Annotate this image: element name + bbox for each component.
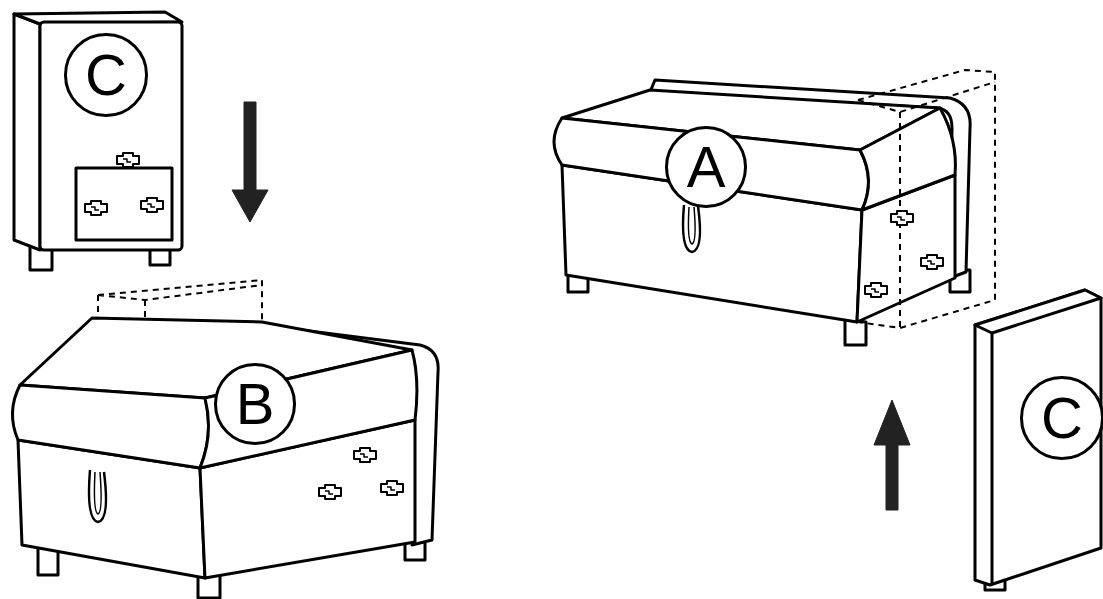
direction-arrow	[874, 400, 910, 510]
corner-module	[14, 12, 182, 270]
part-letter-circle: A	[665, 126, 747, 208]
part-letter: C	[1041, 389, 1083, 447]
part-letter: B	[236, 375, 275, 433]
direction-arrow	[232, 102, 268, 222]
part-letter-circle: C	[1020, 376, 1103, 460]
part-letter: C	[85, 46, 127, 104]
ottoman-module	[554, 70, 995, 345]
chaise-module	[12, 280, 438, 598]
part-letter-circle: B	[214, 363, 296, 445]
part-letter: A	[687, 138, 726, 196]
part-letter-circle: C	[64, 33, 148, 117]
